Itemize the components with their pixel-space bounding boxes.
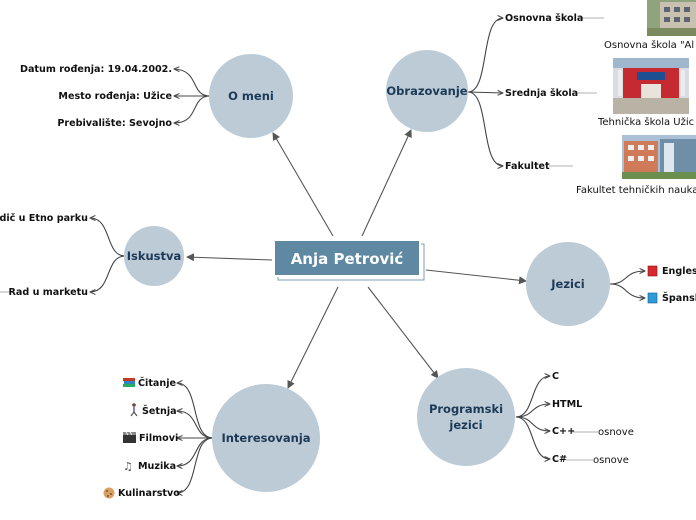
leaf-srednja-skola[interactable]: Srednja škola bbox=[505, 87, 578, 99]
topic-iskustva-label: Iskustva bbox=[127, 249, 182, 263]
topic-interesovanja-label: Interesovanja bbox=[221, 431, 310, 445]
leaf-datum-rodjenja[interactable]: Datum rođenja: 19.04.2002. bbox=[20, 64, 172, 75]
topic-programski-label-line1: Programski bbox=[429, 402, 503, 416]
topic-jezici[interactable]: Jezici bbox=[526, 242, 610, 326]
programski-branches bbox=[515, 376, 598, 460]
photo-osnovna-skola bbox=[647, 0, 696, 36]
cookie-icon bbox=[103, 487, 115, 499]
caption-osnovna-skola: Osnovna škola "Al bbox=[604, 39, 694, 51]
jezici-branches bbox=[609, 271, 645, 298]
topic-o-meni-label: O meni bbox=[228, 89, 274, 103]
leaf-citanje[interactable]: Čitanje bbox=[138, 376, 177, 389]
leaf-cpp[interactable]: C++ bbox=[552, 426, 575, 437]
caption-tehnicka-skola: Tehnička škola Užic bbox=[597, 116, 694, 128]
leaf-mesto-rodjenja[interactable]: Mesto rođenja: Užice bbox=[58, 90, 172, 102]
topic-programski-label-line2: jezici bbox=[448, 418, 482, 432]
topic-jezici-label: Jezici bbox=[550, 277, 584, 291]
arrow-o-meni bbox=[272, 132, 334, 237]
topic-programski-jezici[interactable]: Programski jezici bbox=[417, 368, 515, 466]
arrow-interesovanja bbox=[287, 286, 339, 389]
leaf-prebivaliste[interactable]: Prebivalište: Sevojno bbox=[57, 117, 172, 129]
leaf-fakultet[interactable]: Fakultet bbox=[505, 161, 550, 172]
note-cpp-osnove: osnove bbox=[598, 427, 634, 438]
clapperboard-icon bbox=[123, 431, 136, 443]
leaf-filmovi[interactable]: Filmovi bbox=[139, 433, 178, 444]
leaf-kulinarstvo[interactable]: Kulinarstvo bbox=[118, 488, 180, 499]
topic-iskustva[interactable]: Iskustva bbox=[124, 226, 184, 286]
walking-person-icon bbox=[130, 403, 138, 417]
iskustva-branches bbox=[0, 218, 126, 292]
o-meni-branches bbox=[174, 69, 211, 123]
music-notes-icon: ♫ bbox=[123, 460, 133, 473]
leaf-osnovna-skola[interactable]: Osnovna škola bbox=[505, 12, 583, 24]
topic-o-meni[interactable]: O meni bbox=[209, 54, 293, 138]
leaf-spanski[interactable]: Špansk bbox=[662, 291, 696, 304]
note-csharp-osnove: osnove bbox=[593, 455, 629, 466]
topic-obrazovanje[interactable]: Obrazovanje bbox=[386, 50, 468, 132]
photo-fakultet bbox=[622, 135, 696, 179]
arrow-iskustva bbox=[186, 253, 273, 262]
leaf-rad-u-marketu[interactable]: Rad u marketu bbox=[9, 287, 89, 298]
photo-tehnicka-skola bbox=[613, 58, 689, 114]
book-red-icon bbox=[647, 265, 658, 277]
main-connectors bbox=[186, 129, 527, 389]
leaf-muzika[interactable]: Muzika bbox=[138, 461, 176, 472]
topic-obrazovanje-label: Obrazovanje bbox=[386, 84, 467, 98]
book-blue-icon bbox=[647, 292, 658, 304]
interesovanja-branches bbox=[177, 383, 214, 493]
leaf-engleski[interactable]: Englesk bbox=[662, 266, 696, 277]
central-topic[interactable]: Anja Petrović bbox=[273, 239, 425, 281]
arrow-jezici bbox=[425, 269, 527, 285]
central-topic-title: Anja Petrović bbox=[291, 250, 404, 268]
leaf-c[interactable]: C bbox=[552, 371, 559, 382]
leaf-csharp[interactable]: C# bbox=[552, 454, 567, 465]
leaf-vodic-etno-park[interactable]: Vodič u Etno parku bbox=[0, 212, 88, 224]
arrow-obrazovanje bbox=[361, 129, 412, 237]
caption-fakultet: Fakultet tehničkih nauka bbox=[576, 184, 696, 196]
topic-interesovanja[interactable]: Interesovanja bbox=[212, 384, 320, 492]
leaf-html[interactable]: HTML bbox=[552, 399, 582, 410]
arrow-programski bbox=[367, 286, 439, 379]
obrazovanje-branches bbox=[467, 18, 604, 166]
svg-text:♫: ♫ bbox=[123, 460, 133, 473]
books-icon bbox=[123, 378, 135, 387]
leaf-setnja[interactable]: Šetnja bbox=[142, 404, 177, 417]
